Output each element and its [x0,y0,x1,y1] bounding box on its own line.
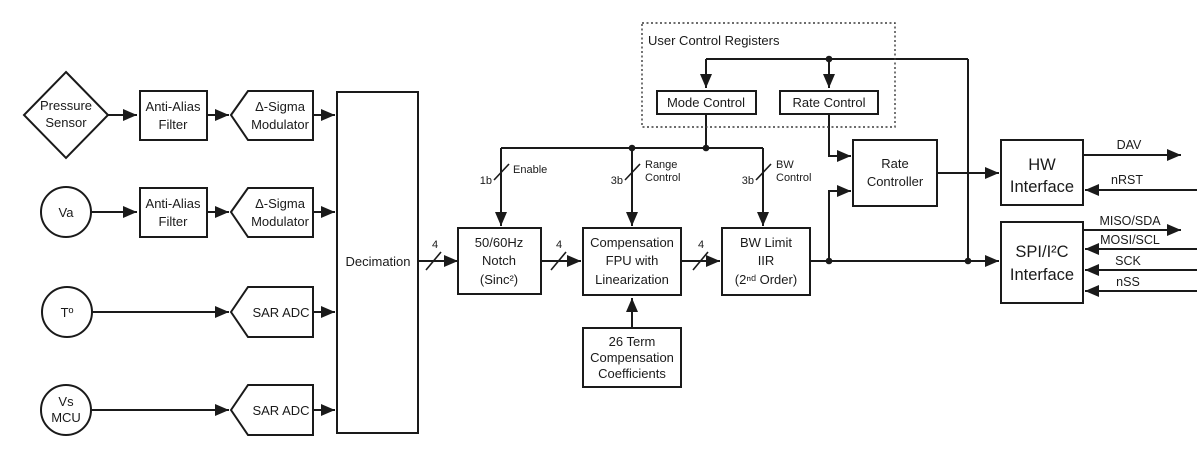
rate-controller-block [852,139,938,207]
mosi-scl-pin-label: MOSI/SCL [1100,233,1160,247]
user-control-registers-title: User Control Registers [648,33,780,48]
rate-control-block [779,90,879,115]
mode-control-label: Mode Control [667,95,745,110]
spi-i2c-interface-block [1000,221,1084,304]
bw-control-label: BW [776,159,794,171]
spi-i2c-interface-label: Interface [1010,266,1074,284]
sck-pin-label: SCK [1115,254,1141,268]
bus-width-slash [692,251,709,271]
bw-limit-iir-label: BW Limit [740,235,792,250]
vs-mcu-source [40,384,92,436]
delta-sigma-modulator-2-block [229,187,314,238]
compensation-fpu-label: Linearization [595,272,669,287]
range-control-label: Control [645,172,680,184]
bus-width-label: 4 [432,239,438,251]
compensation-coefficients-label: 26 Term [609,334,656,349]
rate-controller-label: Rate [881,156,908,171]
delta-sigma-modulator-1-block [229,90,314,141]
wire-rate-control-to-rate-controller [828,114,851,162]
bus-width-slash [755,163,772,181]
spi-i2c-interface-label: SPI/I²C [1015,243,1068,261]
va-source [40,186,92,238]
delta-sigma-modulator-2-label: Δ-Sigma [255,196,306,211]
vs-mcu-label: MCU [51,410,81,425]
mode-control-block [656,90,757,115]
junction-dot [964,257,972,265]
nss-pin-label: nSS [1116,275,1140,289]
rate-control-label: Rate Control [793,95,866,110]
delta-sigma-modulator-2-label: Modulator [251,214,309,229]
compensation-coefficients-block [582,327,682,388]
junction-dots [628,55,972,265]
junction-dot [825,257,833,265]
bus-width-slash [550,251,567,271]
bus-width-slash [425,251,442,271]
sar-adc-2-label: SAR ADC [252,403,309,418]
notch-filter-label: Notch [482,253,516,268]
notch-filter-label: (Sinc²) [480,272,518,287]
delta-sigma-modulator-1-label: Modulator [251,117,309,132]
range-control-label: Range [645,159,677,171]
bus-width-label: 4 [698,239,704,251]
hw-interface-block [1000,139,1084,206]
compensation-fpu-block [582,227,682,296]
junction-dot [825,55,833,63]
rate-controller-label: Controller [867,174,924,189]
sar-adc-1-label: SAR ADC [252,305,309,320]
decimation-block [336,91,419,434]
pressure-sensor-label: Sensor [45,115,87,130]
vs-mcu-label: Vs [58,394,74,409]
anti-alias-filter-1-label: Anti-Alias [146,99,201,114]
va-label: Va [59,205,75,220]
anti-alias-filter-2-label: Anti-Alias [146,196,201,211]
compensation-coefficients-label: Coefficients [598,366,666,381]
delta-sigma-modulator-1-label: Δ-Sigma [255,99,306,114]
compensation-coefficients-label: Compensation [590,350,674,365]
dav-pin-label: DAV [1117,138,1142,152]
compensation-fpu-label: Compensation [590,235,674,250]
wire-dataline-to-rate-controller [828,185,851,261]
junction-dot [702,144,710,152]
bw-limit-iir-block [721,227,811,296]
bw-limit-iir-label: (2ⁿᵈ Order) [735,272,797,287]
bus-width-label: 4 [556,239,562,251]
pressure-sensor-label: Pressure [40,98,92,113]
temperature-label: Tº [61,305,74,320]
bw-control-label: Control [776,172,811,184]
anti-alias-filter-2-label: Filter [159,214,189,229]
notch-filter-label: 50/60Hz [475,235,523,250]
sar-adc-1-block [229,286,314,338]
miso-sda-pin-label: MISO/SDA [1099,214,1161,228]
bus-width-slashes [425,163,772,271]
user-control-registers-group [641,22,896,128]
enable-label: Enable [513,164,547,176]
anti-alias-filter-2-block [139,187,208,238]
decimation-label: Decimation [345,254,410,269]
anti-alias-filter-1-label: Filter [159,117,189,132]
hw-interface-label: Interface [1010,178,1074,196]
bw-width-label: 3b [742,175,754,187]
range-width-label: 3b [611,175,623,187]
nrst-pin-label: nRST [1111,173,1143,187]
enable-width-label: 1b [480,175,492,187]
anti-alias-filter-1-block [139,90,208,141]
temperature-source [41,286,93,338]
bus-width-slash [624,163,641,181]
sar-adc-2-block [229,384,314,436]
compensation-fpu-label: FPU with [606,253,659,268]
pressure-sensor-source [22,70,110,160]
junction-dot [628,144,636,152]
notch-filter-block [457,227,542,295]
hw-interface-label: HW [1028,156,1056,174]
bw-limit-iir-label: IIR [758,253,775,268]
bus-width-slash [493,163,510,181]
